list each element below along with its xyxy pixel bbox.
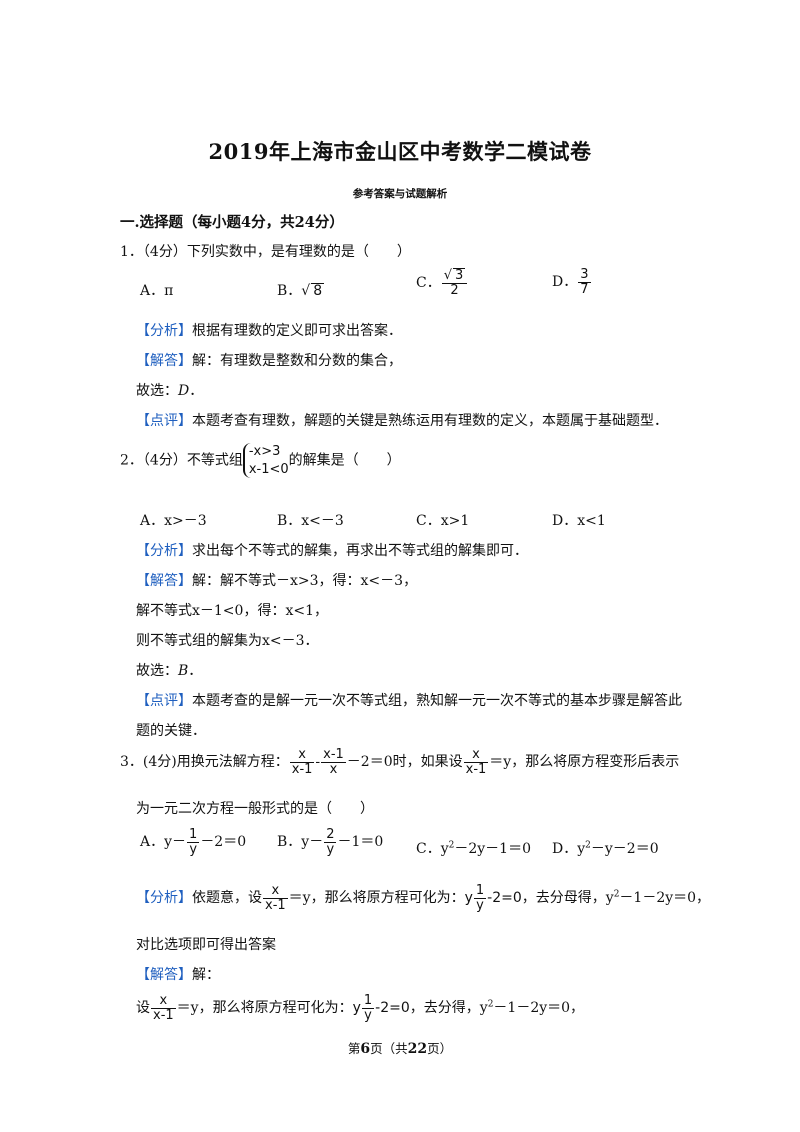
- q2-option-d: D．x<1: [552, 513, 606, 529]
- section-heading: 一.选择题（每小题4分，共24分）: [120, 214, 344, 231]
- page-subtitle: 参考答案与试题解析: [352, 188, 448, 200]
- q3-option-c: C．y2－2y－1＝0: [416, 840, 531, 857]
- q3-option-d: D．y2－y－2＝0: [552, 840, 659, 857]
- page-total: 22: [407, 1041, 428, 1057]
- q1-comment: 【点评】本题考查有理数，解题的关键是熟练运用有理数的定义，本题属于基础题型．: [136, 413, 668, 429]
- q2-comment-cont: 题的关键．: [136, 723, 206, 739]
- q2-analysis: 【分析】求出每个不等式的解集，再求出不等式组的解集即可．: [136, 543, 528, 559]
- q1-answer: 【解答】解：有理数是整数和分数的集合，: [136, 353, 402, 369]
- q1-stem: 1．（4分）下列实数中，是有理数的是（ ）: [120, 244, 411, 260]
- page-number: 6: [360, 1041, 371, 1057]
- q2-choice: 故选：B．: [136, 663, 203, 679]
- q1-analysis: 【分析】根据有理数的定义即可求出答案．: [136, 323, 402, 339]
- q3-analysis-cont: 对比选项即可得出答案: [136, 937, 276, 953]
- q2-answer: 【解答】解：解不等式－x>3，得：x<－3，: [136, 573, 418, 589]
- q2-step-2: 解不等式x－1<0，得：x<1，: [136, 603, 328, 619]
- sqrt-symbol: √: [301, 283, 311, 299]
- q2-option-c: C．x>1: [416, 513, 470, 529]
- q3-answer: 【解答】解：: [136, 967, 220, 983]
- q1-option-a: A．π: [140, 283, 174, 299]
- page-footer: 第6页（共22页）: [347, 1041, 453, 1057]
- q2-step-3: 则不等式组的解集为x<－3．: [136, 633, 319, 649]
- q2-comment: 【点评】本题考查的是解一元一次不等式组，熟知解一元一次不等式的基本步骤是解答此: [136, 693, 682, 709]
- q1-choice: 故选：D．: [136, 383, 204, 399]
- q1-option-b: B．√8: [277, 283, 325, 299]
- page-title: 2019年上海市金山区中考数学二模试卷: [208, 139, 592, 164]
- q2-option-b: B．x<－3: [277, 513, 344, 529]
- q3-stem-cont: 为一元二次方程一般形式的是（ ）: [136, 801, 374, 817]
- q2-option-a: A．x>－3: [140, 513, 207, 529]
